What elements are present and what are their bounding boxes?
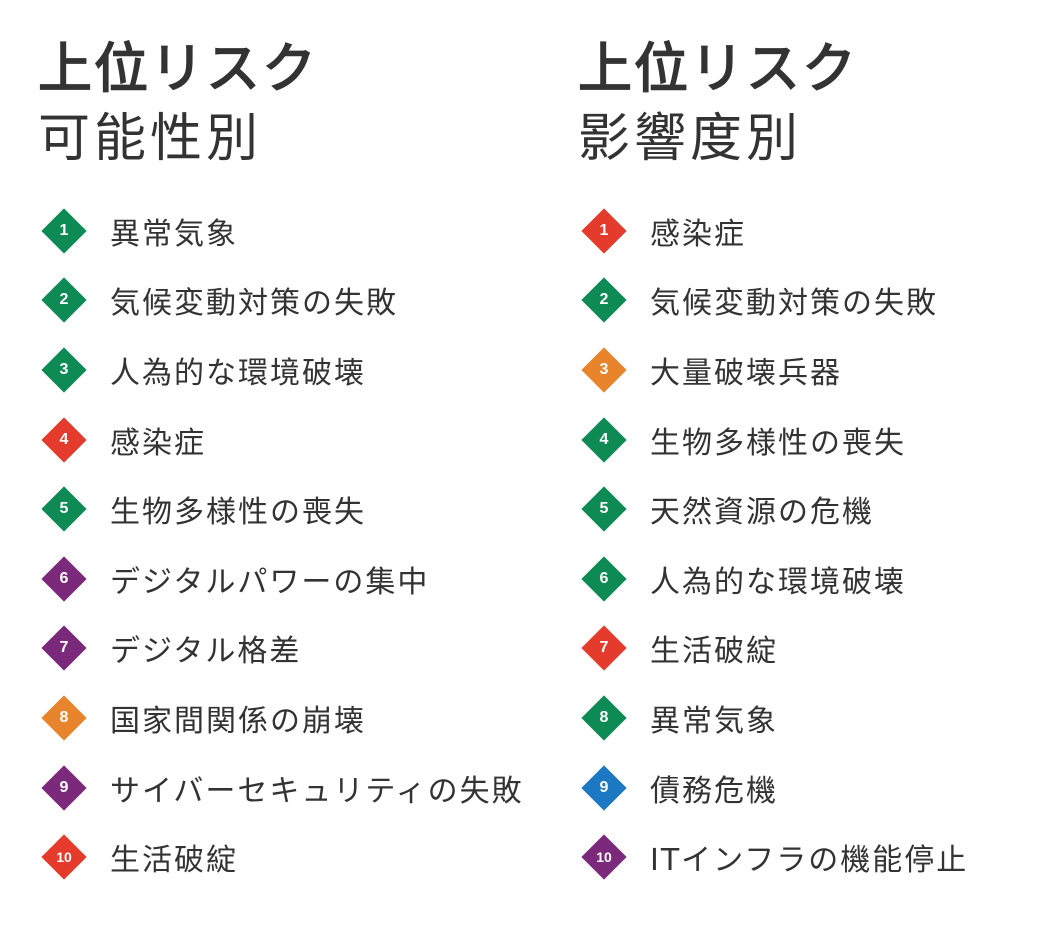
rank-diamond-icon: 4 [40,416,88,464]
rank-number: 4 [59,430,69,448]
risk-label: 生物多様性の喪失 [650,425,906,461]
risk-label: 生活破綻 [110,843,238,879]
rank-number: 1 [59,221,69,239]
rank-number: 5 [599,500,609,518]
risk-label: デジタル格差 [110,634,302,670]
risk-label: 天然資源の危機 [650,495,874,531]
rank-number: 1 [599,221,609,239]
risk-item: 3 大量破壊兵器 [578,335,968,405]
risk-label: 人為的な環境破壊 [650,564,906,600]
risk-label: 感染症 [110,425,206,461]
rank-number: 6 [599,569,609,587]
risk-item: 1 感染症 [578,196,968,266]
risk-label: 生活破綻 [650,634,778,670]
rank-diamond-icon: 4 [580,416,628,464]
rank-number: 5 [59,500,69,518]
risk-label: 生物多様性の喪失 [110,495,366,531]
rank-diamond-icon: 8 [580,694,628,742]
risk-item: 4 感染症 [38,405,524,475]
rank-diamond-icon: 9 [580,764,628,812]
column-title: 上位リスク [38,37,318,100]
rank-diamond-icon: 2 [40,276,88,324]
likelihood-column: 上位リスク 可能性別 1 異常気象 2 気候変動対策の失敗 3 人為的な環境破壊… [38,0,538,880]
column-title: 上位リスク [578,37,858,100]
rank-diamond-icon: 6 [40,555,88,603]
risk-label: デジタルパワーの集中 [110,564,430,600]
rank-number: 10 [56,849,72,866]
risk-label: サイバーセキュリティの失敗 [110,773,524,809]
rank-number: 9 [599,778,609,796]
risk-item: 9 債務危機 [578,753,968,823]
risk-label: 国家間関係の崩壊 [110,703,366,739]
rank-number: 2 [599,291,609,309]
risk-item: 2 気候変動対策の失敗 [578,266,968,336]
risk-item: 2 気候変動対策の失敗 [38,266,524,336]
rank-diamond-icon: 10 [580,833,628,881]
risk-item: 10 ITインフラの機能停止 [578,822,968,892]
rank-diamond-icon: 7 [40,624,88,672]
rank-diamond-icon: 7 [580,624,628,672]
rank-number: 2 [59,291,69,309]
risk-label: 気候変動対策の失敗 [650,286,938,322]
risk-item: 5 天然資源の危機 [578,474,968,544]
rank-diamond-icon: 1 [580,207,628,255]
rank-diamond-icon: 3 [580,346,628,394]
rank-number: 3 [599,360,609,378]
risk-list: 1 感染症 2 気候変動対策の失敗 3 大量破壊兵器 4 生物多様性の喪失 5 … [578,196,968,892]
rank-diamond-icon: 9 [40,764,88,812]
risk-item: 9 サイバーセキュリティの失敗 [38,753,524,823]
rank-number: 3 [59,360,69,378]
rank-number: 10 [596,849,612,866]
risk-item: 6 人為的な環境破壊 [578,544,968,614]
rank-diamond-icon: 2 [580,276,628,324]
risk-item: 7 デジタル格差 [38,614,524,684]
impact-column: 上位リスク 影響度別 1 感染症 2 気候変動対策の失敗 3 大量破壊兵器 4 … [578,0,1057,880]
risk-item: 8 国家間関係の崩壊 [38,683,524,753]
column-subtitle: 影響度別 [578,109,803,169]
risk-item: 6 デジタルパワーの集中 [38,544,524,614]
risk-label: 感染症 [650,216,746,252]
risk-item: 1 異常気象 [38,196,524,266]
risk-label: 人為的な環境破壊 [110,355,366,391]
rank-diamond-icon: 8 [40,694,88,742]
rank-number: 8 [59,708,69,726]
risk-item: 3 人為的な環境破壊 [38,335,524,405]
rank-diamond-icon: 10 [40,833,88,881]
risk-label: 異常気象 [110,216,238,252]
risk-label: 債務危機 [650,773,778,809]
rank-number: 6 [59,569,69,587]
rank-diamond-icon: 6 [580,555,628,603]
rank-diamond-icon: 5 [40,485,88,533]
rank-number: 4 [599,430,609,448]
risk-label: 気候変動対策の失敗 [110,286,398,322]
rank-number: 7 [599,639,609,657]
rank-diamond-icon: 1 [40,207,88,255]
column-subtitle: 可能性別 [38,109,263,169]
rank-diamond-icon: 3 [40,346,88,394]
risk-item: 4 生物多様性の喪失 [578,405,968,475]
risk-label: ITインフラの機能停止 [650,843,969,879]
rank-number: 8 [599,708,609,726]
rank-number: 7 [59,639,69,657]
risk-item: 7 生活破綻 [578,614,968,684]
risk-item: 8 異常気象 [578,683,968,753]
rank-number: 9 [59,778,69,796]
risk-label: 異常気象 [650,703,778,739]
risk-label: 大量破壊兵器 [650,355,842,391]
risk-item: 5 生物多様性の喪失 [38,474,524,544]
rank-diamond-icon: 5 [580,485,628,533]
risk-list: 1 異常気象 2 気候変動対策の失敗 3 人為的な環境破壊 4 感染症 5 生物… [38,196,524,892]
risk-item: 10 生活破綻 [38,822,524,892]
